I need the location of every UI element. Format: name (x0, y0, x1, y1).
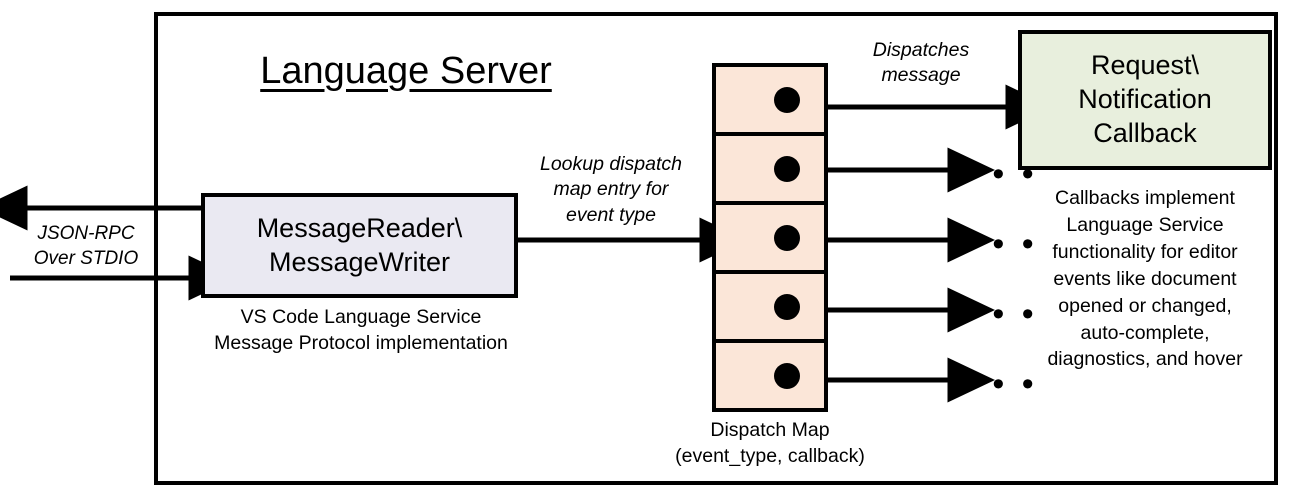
dispatches-message-label: Dispatches message (828, 38, 1014, 89)
callback-box-line3: Callback (1093, 117, 1197, 148)
dispatches-label-line1: Dispatches (872, 39, 970, 61)
callback-caption-line1: Callbacks implement (1055, 187, 1235, 209)
callback-dot-icon (774, 155, 800, 182)
dispatch-map-caption-line2: (event_type, callback) (675, 444, 865, 467)
dispatch-map-caption: Dispatch Map (event_type, callback) (648, 418, 892, 470)
callback-dot-icon (774, 224, 800, 251)
callback-caption-line5: opened or changed, (1058, 294, 1232, 317)
message-caption-line2: Message Protocol implementation (214, 331, 508, 354)
dispatch-map-caption-line1: Dispatch Map (710, 419, 830, 441)
table-row[interactable] (716, 274, 824, 343)
callback-dot-icon (774, 293, 800, 320)
ellipsis-row-3: • • • (963, 225, 1038, 263)
callback-caption: Callbacks implement Language Service fun… (1004, 185, 1286, 373)
callback-dot-icon (774, 86, 800, 113)
dispatches-label-line2: message (881, 64, 961, 87)
message-caption-line1: VS Code Language Service (240, 306, 482, 328)
message-reader-writer-box[interactable]: MessageReader\ MessageWriter (201, 193, 518, 298)
message-box-caption: VS Code Language Service Message Protoco… (186, 305, 536, 356)
request-notification-callback-box[interactable]: Request\ Notification Callback (1018, 30, 1272, 170)
message-box-line1: MessageReader\ (256, 213, 463, 244)
language-server-frame (154, 12, 1278, 485)
jsonrpc-label-line2: Over STDIO (33, 247, 139, 269)
callback-caption-line2: Language Service (1066, 213, 1224, 236)
callback-caption-line3: functionality for editor (1052, 240, 1238, 263)
callback-box-line2: Notification (1078, 84, 1212, 115)
page-title: Language Server (260, 50, 552, 92)
table-row[interactable] (716, 136, 824, 205)
callback-caption-line7: diagnostics, and hover (1047, 348, 1243, 371)
lookup-label-line2: map entry for (553, 178, 669, 201)
lookup-label-line1: Lookup dispatch (539, 153, 683, 175)
ellipsis-row-4: • • • (963, 295, 1038, 333)
callback-caption-line4: events like document (1053, 267, 1237, 290)
table-row[interactable] (716, 343, 824, 408)
jsonrpc-channel-label: JSON-RPC Over STDIO (10, 222, 162, 271)
callback-dot-icon (774, 362, 800, 389)
dispatch-map-table[interactable] (712, 63, 828, 412)
lookup-dispatch-label: Lookup dispatch map entry for event type (518, 152, 704, 228)
message-box-line2: MessageWriter (268, 246, 451, 277)
table-row[interactable] (716, 67, 824, 136)
callback-caption-line6: auto-complete, (1080, 321, 1210, 344)
jsonrpc-label-line1: JSON-RPC (37, 223, 135, 244)
lookup-label-line3: event type (566, 203, 656, 226)
callback-box-line1: Request\ (1090, 50, 1200, 81)
table-row[interactable] (716, 205, 824, 274)
ellipsis-row-5: • • • (963, 365, 1038, 403)
